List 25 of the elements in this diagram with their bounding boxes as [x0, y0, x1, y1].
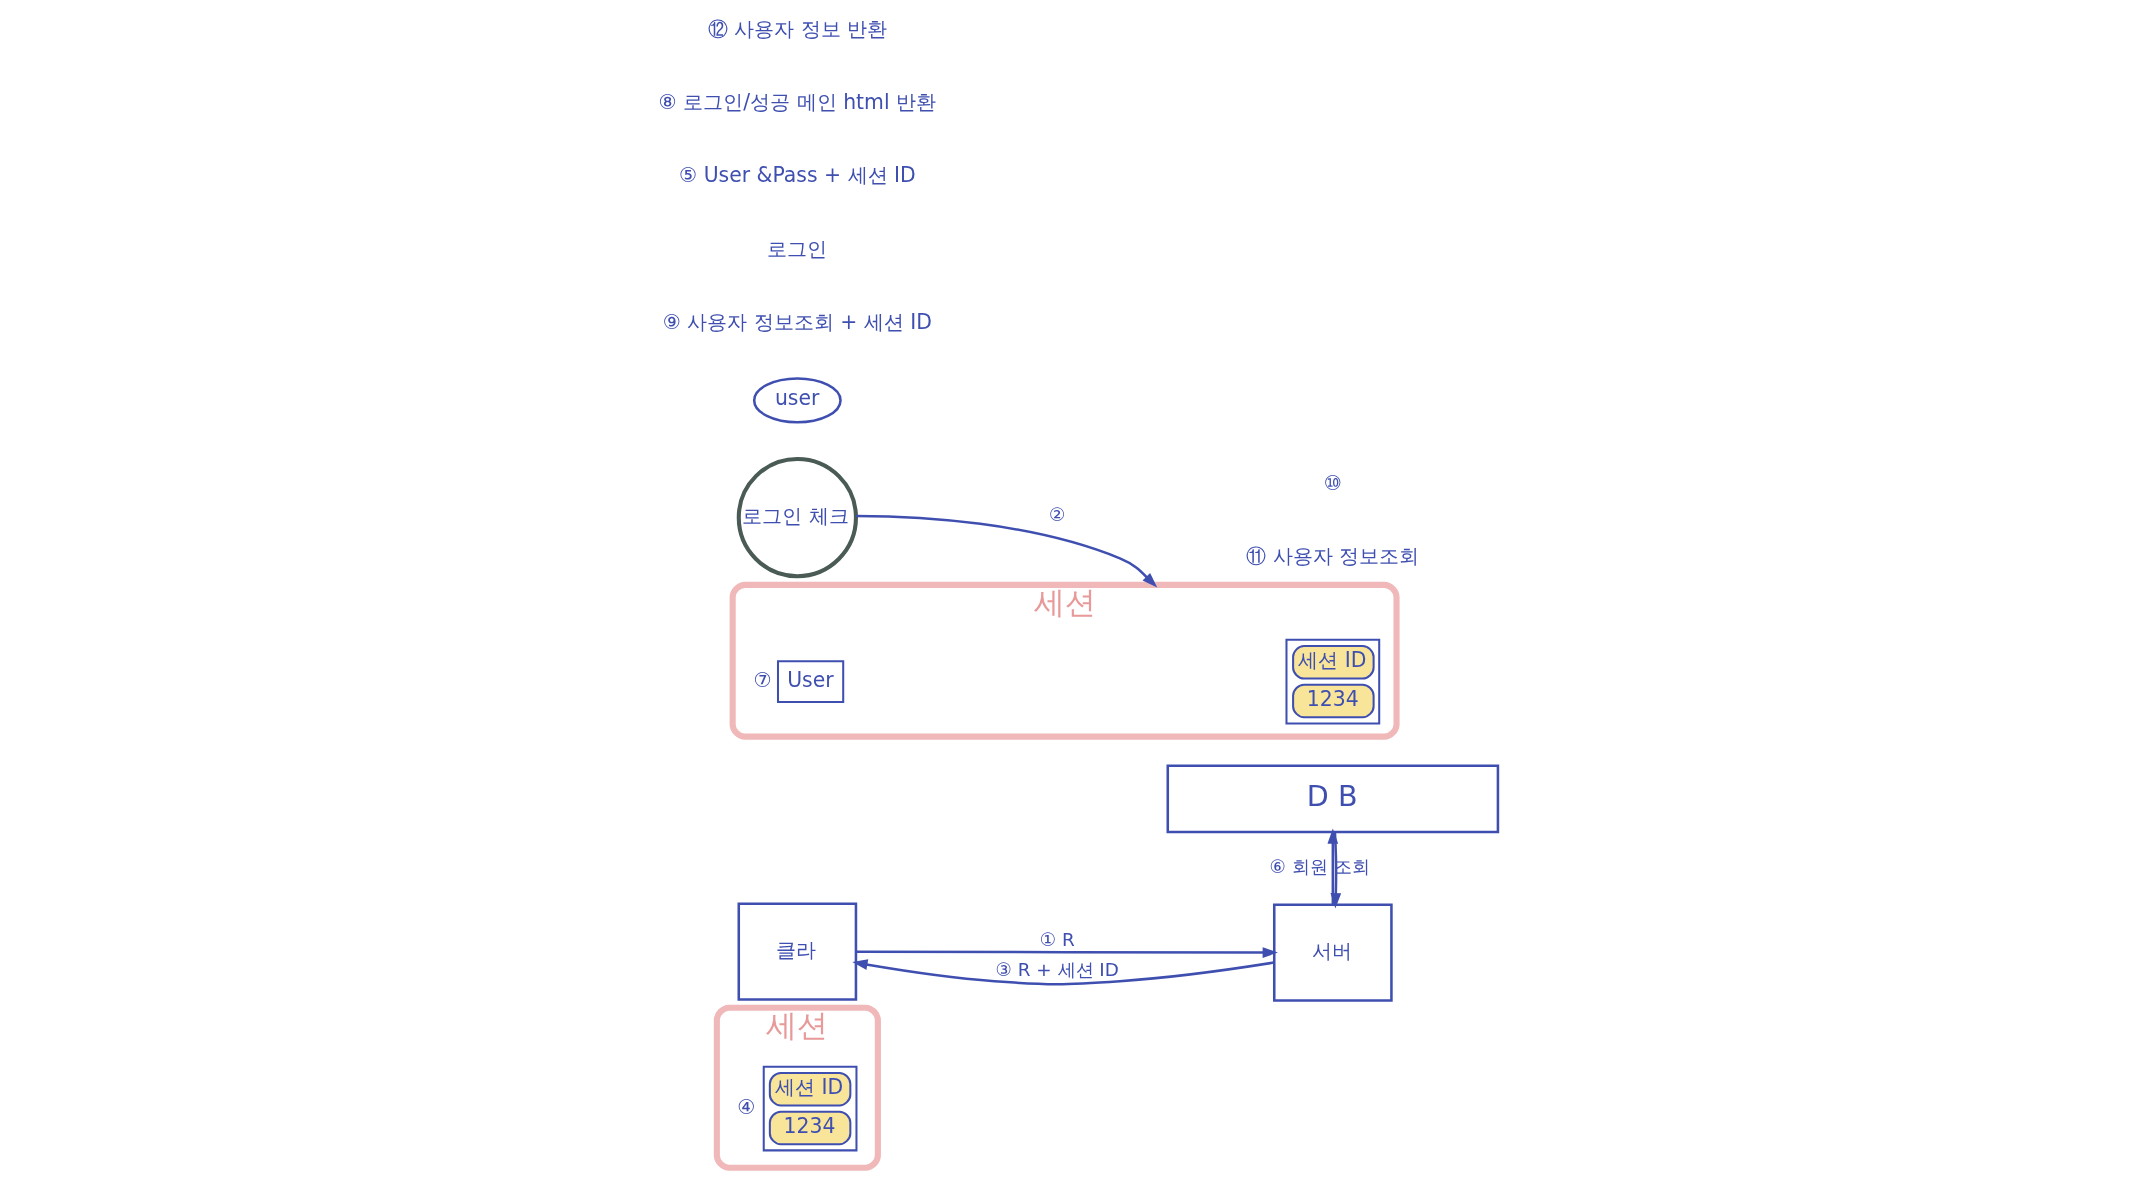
node-box: 세션 ID 1234: [762, 1065, 858, 1152]
arrow: [855, 947, 1278, 958]
node-ellipse: user: [752, 377, 842, 424]
edge-label: ① R: [1039, 928, 1075, 950]
node-box: User: [777, 660, 845, 704]
label: ⑨ 사용자 정보조회 + 세션 ID: [662, 310, 933, 335]
edge-label: ⑥ 회원 조회: [1269, 855, 1370, 877]
node-label: ④: [737, 1094, 756, 1119]
label: ⑧ 로그인/성공 메인 html 반환: [658, 89, 937, 114]
node-circle: 로그인 체크: [736, 456, 858, 579]
label: ⑤ User &Pass + 세션 ID: [678, 163, 916, 188]
edge-label: ②: [1048, 504, 1066, 526]
label: ⑫ 사용자 정보 반환: [707, 16, 888, 41]
arrow: [852, 959, 1275, 986]
label: ⑩: [1323, 471, 1342, 496]
arrow: [1330, 832, 1342, 909]
node-box: 세션 ID 1234: [1285, 638, 1381, 725]
arrow: [856, 514, 1158, 588]
edge-label: ③ R + 세션 ID: [995, 958, 1119, 980]
node-box: 클라: [737, 902, 858, 1001]
label: ⑪ 사용자 정보조회: [1246, 544, 1420, 569]
node-label: ⑦: [753, 667, 772, 692]
node-box: D B: [1166, 764, 1500, 834]
node-box: 서버: [1272, 903, 1393, 1002]
label: 로그인: [767, 236, 828, 261]
